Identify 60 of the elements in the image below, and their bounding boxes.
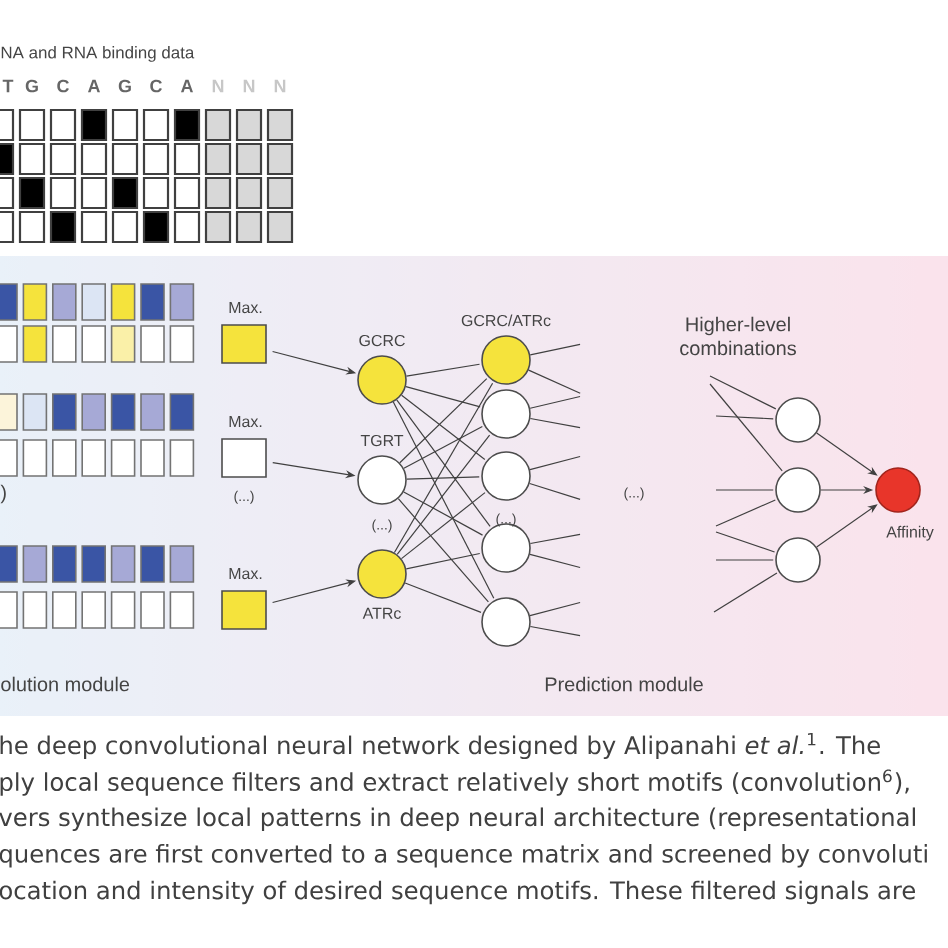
connection-line xyxy=(397,498,489,603)
connection-line xyxy=(393,382,494,554)
connection-line xyxy=(529,417,581,429)
neuron-circle xyxy=(481,389,531,439)
connection-line xyxy=(405,385,481,408)
sequence-letter: N xyxy=(274,79,286,93)
sequence-letter: A xyxy=(87,79,100,93)
connection-line xyxy=(405,552,481,570)
connection-line xyxy=(715,531,776,553)
module-label: Prediction module xyxy=(545,676,703,692)
connection-line xyxy=(400,492,486,560)
sequence-letter: C xyxy=(57,79,69,93)
connection-line xyxy=(715,489,774,491)
caption-line: quences are first converted to a sequence matrix and screened by convoluti xyxy=(0,844,927,868)
connection-line xyxy=(713,572,778,613)
connection-line xyxy=(396,399,491,528)
connection-line xyxy=(396,434,491,555)
sequence-letter: G xyxy=(118,79,131,93)
connection-line xyxy=(529,533,581,545)
connection-line xyxy=(403,491,484,536)
connection-line xyxy=(709,375,777,410)
connection-line xyxy=(529,625,581,637)
connection-line xyxy=(529,482,581,500)
neuron-circle xyxy=(481,523,531,573)
neuron-circle xyxy=(775,397,821,443)
neuron-circle xyxy=(481,597,531,647)
connection-line xyxy=(392,401,495,599)
sequence-letter: A xyxy=(180,79,193,93)
connection-line xyxy=(528,369,581,394)
neuron-circle xyxy=(775,467,821,513)
sequence-letter: N xyxy=(212,79,224,93)
connection-line xyxy=(403,426,483,469)
connection-line xyxy=(404,582,482,613)
sequence-letter: T xyxy=(2,79,14,93)
module-label: olution module xyxy=(1,676,130,692)
connection-line xyxy=(709,383,783,472)
connection-line xyxy=(401,394,486,461)
connection-line xyxy=(529,395,581,409)
connection-line xyxy=(715,499,776,527)
connection-line xyxy=(715,559,774,561)
sequence-letter: C xyxy=(150,79,162,93)
caption-line: ply local sequence filters and extract relatively short motifs (convolution$^{6}$), xyxy=(0,769,909,796)
connection-line xyxy=(529,553,581,569)
ellipsis-label: ) xyxy=(0,484,6,504)
connection-line xyxy=(715,415,774,420)
caption-line: vers synthesize local patterns in deep neural architecture (representational xyxy=(0,807,915,831)
caption-line: he deep convolutional neural network designed by Alipanahi et al.$^{1}$. The xyxy=(0,732,880,760)
sequence-letter: G xyxy=(25,79,38,93)
heading: NA and RNA binding data xyxy=(1,46,195,62)
heading: Higher-level combinations xyxy=(680,316,796,356)
connection-line xyxy=(405,363,481,377)
connection-line xyxy=(406,476,480,480)
neuron-circle xyxy=(481,451,531,501)
connection-line xyxy=(529,601,581,617)
connection-line xyxy=(529,455,581,471)
neuron-circle xyxy=(775,537,821,583)
sequence-letter: N xyxy=(243,79,255,93)
caption-line: ocation and intensity of desired sequence motifs. These filtered signals are xyxy=(0,880,915,905)
connection-line xyxy=(529,343,581,356)
connection-line xyxy=(399,378,488,464)
